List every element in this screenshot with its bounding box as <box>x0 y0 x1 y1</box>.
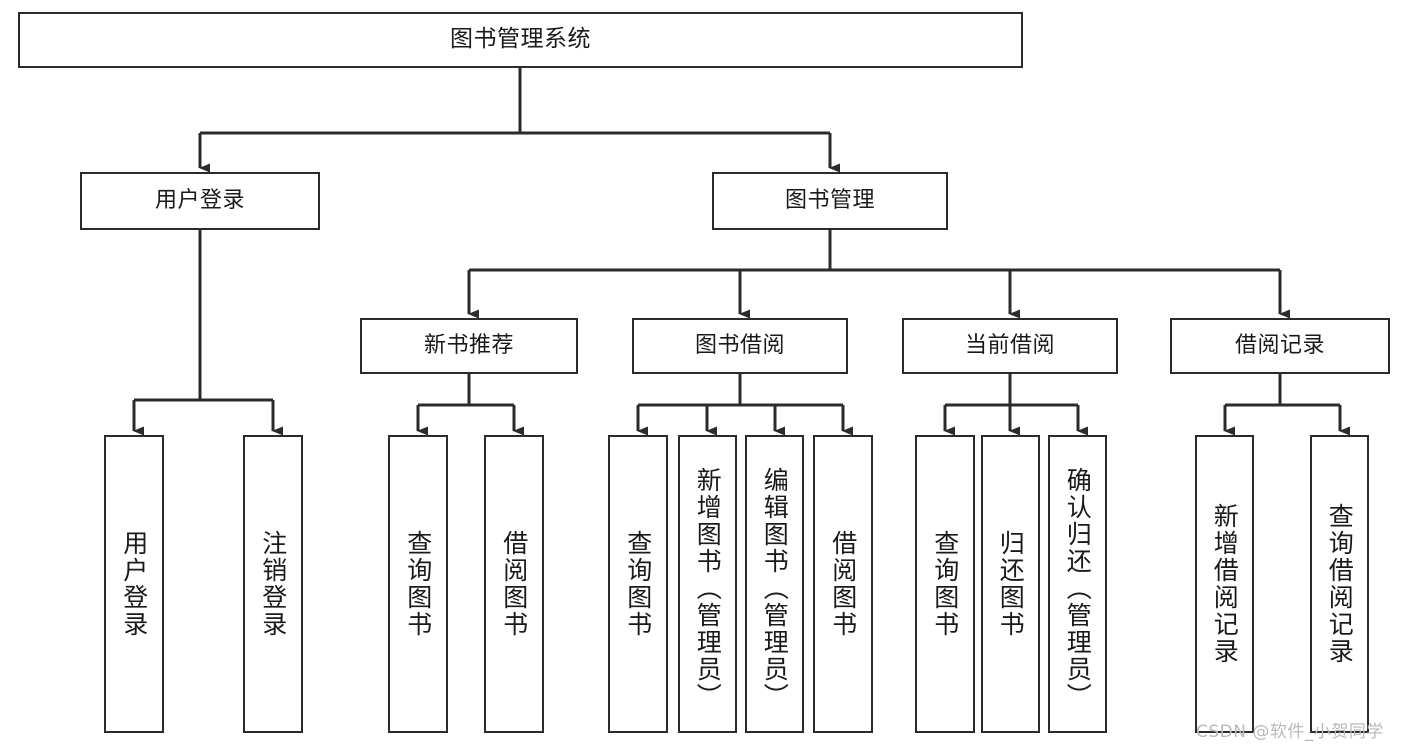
node-leaf-add-book-label: 新增图书（管理员） <box>693 466 723 710</box>
node-leaf-user-logout-label: 注销登录 <box>258 530 288 638</box>
node-book-manage-label: 图书管理 <box>784 188 875 214</box>
node-leaf-add-record-label: 新增借阅记录 <box>1210 503 1240 665</box>
node-leaf-user-logout[interactable]: 注销登录 <box>243 435 303 733</box>
node-leaf-add-book[interactable]: 新增图书（管理员） <box>678 435 737 733</box>
node-leaf-return-book-label: 归还图书 <box>996 530 1026 638</box>
node-leaf-edit-book[interactable]: 编辑图书（管理员） <box>745 435 804 733</box>
node-leaf-query-record-label: 查询借阅记录 <box>1325 503 1355 665</box>
node-leaf-borrow-book-2[interactable]: 借阅图书 <box>813 435 873 733</box>
node-root[interactable]: 图书管理系统 <box>18 12 1023 68</box>
node-leaf-query-book-3[interactable]: 查询图书 <box>915 435 975 733</box>
node-leaf-user-login[interactable]: 用户登录 <box>104 435 164 733</box>
node-leaf-borrow-book-1[interactable]: 借阅图书 <box>484 435 544 733</box>
node-borrow-record[interactable]: 借阅记录 <box>1170 318 1390 374</box>
node-leaf-confirm-return[interactable]: 确认归还（管理员） <box>1048 435 1107 733</box>
node-leaf-query-book-3-label: 查询图书 <box>930 530 960 638</box>
node-leaf-add-record[interactable]: 新增借阅记录 <box>1195 435 1254 733</box>
node-user-login[interactable]: 用户登录 <box>80 172 320 230</box>
node-borrow-record-label: 借阅记录 <box>1234 333 1325 359</box>
node-leaf-confirm-return-label: 确认归还（管理员） <box>1063 466 1093 710</box>
node-leaf-query-book-2[interactable]: 查询图书 <box>608 435 668 733</box>
node-leaf-query-book-2-label: 查询图书 <box>623 530 653 638</box>
node-leaf-edit-book-label: 编辑图书（管理员） <box>760 466 790 710</box>
node-leaf-borrow-book-2-label: 借阅图书 <box>828 530 858 638</box>
node-leaf-query-book-1-label: 查询图书 <box>403 530 433 638</box>
node-leaf-return-book[interactable]: 归还图书 <box>981 435 1040 733</box>
node-current-borrow[interactable]: 当前借阅 <box>902 318 1118 374</box>
node-user-login-label: 用户登录 <box>154 188 245 214</box>
node-new-book-rec[interactable]: 新书推荐 <box>360 318 578 374</box>
node-leaf-query-book-1[interactable]: 查询图书 <box>388 435 448 733</box>
watermark-text: CSDN @软件_小贺同学 <box>1196 722 1384 742</box>
node-current-borrow-label: 当前借阅 <box>964 333 1055 359</box>
node-book-manage[interactable]: 图书管理 <box>712 172 948 230</box>
node-root-label: 图书管理系统 <box>450 26 591 53</box>
node-book-borrow[interactable]: 图书借阅 <box>632 318 848 374</box>
node-leaf-borrow-book-1-label: 借阅图书 <box>499 530 529 638</box>
node-leaf-query-record[interactable]: 查询借阅记录 <box>1310 435 1369 733</box>
node-leaf-user-login-label: 用户登录 <box>119 530 149 638</box>
node-book-borrow-label: 图书借阅 <box>694 333 785 359</box>
node-new-book-rec-label: 新书推荐 <box>423 333 514 359</box>
